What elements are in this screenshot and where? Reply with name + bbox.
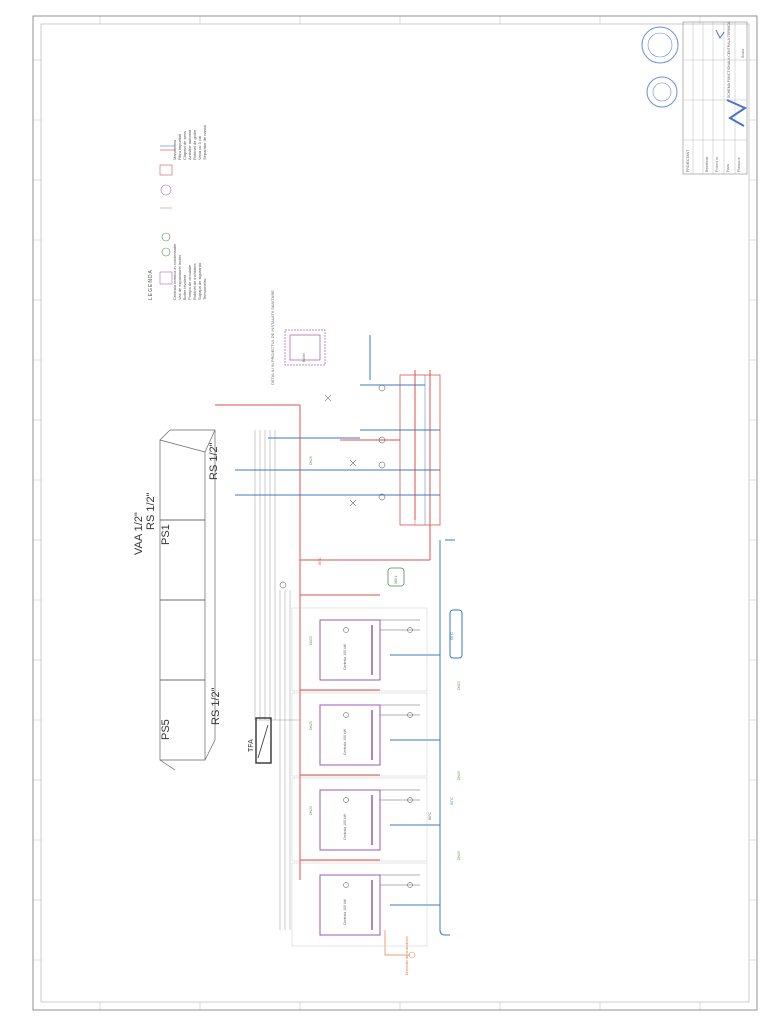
neutralizer [384, 930, 410, 956]
storage-tank [284, 329, 326, 366]
temp-label-4: 60°C [450, 797, 454, 805]
distribution-manifold [399, 374, 441, 526]
legend-item-14: Separator de namol [202, 124, 207, 160]
panel-label-ps5: PS5 [160, 719, 172, 740]
boiler-4 [319, 874, 381, 936]
inner-border [40, 23, 750, 1003]
panel-label-ps1: PS1 [160, 524, 172, 545]
panel-label-rs-1: RS 1/2" [145, 492, 157, 530]
tank-label: Boiler [302, 353, 306, 362]
panel-label-rs-2: RS 1/2" [210, 687, 222, 725]
tfa-panel [255, 717, 272, 764]
svg-text:DN50: DN50 [457, 771, 461, 780]
legend-title: LEGENDA [148, 269, 154, 300]
boiler-label-1: Centrala 100 kW [343, 643, 347, 670]
boiler-frames [291, 607, 428, 947]
svg-text:DN25: DN25 [309, 806, 313, 815]
svg-text:DN50: DN50 [457, 681, 461, 690]
boiler-label-3: Centrala 100 kW [343, 813, 347, 840]
title-block-line-3: Proiect nr. [715, 156, 719, 172]
supply-lines [215, 370, 431, 880]
boiler-1 [319, 619, 381, 681]
detail-note: DETALIU IN PROIECTUL DE INSTALATII SANIT… [270, 290, 275, 385]
boiler-2 [319, 704, 381, 766]
title-block-line-1: PROIECTANT [686, 149, 690, 172]
legend-item-7: Termometru [202, 278, 207, 300]
temp-label-3: 80°C [428, 812, 432, 820]
temp-label-1: 80°C [318, 557, 322, 565]
vessel-label: 300 L [394, 575, 398, 584]
signature-icon [726, 99, 748, 127]
control-wiring [254, 430, 300, 930]
stamp-icon [641, 26, 679, 64]
boiler-label-4: Centrala 100 kW [343, 898, 347, 925]
pipe-tags: DN25 DN25 DN25 DN25 DN50 DN50 DN50 [309, 456, 461, 860]
valve-symbols [279, 384, 416, 959]
panel-label-rs-top: RS 1/2" [208, 442, 220, 480]
svg-text:DN50: DN50 [457, 851, 461, 860]
boiler-connections [380, 619, 420, 886]
border-ticks [33, 16, 757, 1010]
stamp-icon-2 [646, 76, 678, 108]
svg-text:DN25: DN25 [309, 721, 313, 730]
solar-collectors [159, 429, 216, 771]
panel-label-vaa: VAA 1/2" [133, 512, 145, 555]
svg-text:DN25: DN25 [309, 636, 313, 645]
boiler-3 [319, 789, 381, 851]
svg-text:DN25: DN25 [309, 456, 313, 465]
hydraulic-separator [449, 609, 463, 659]
plan-title: SCHEMA FUNCTIONALA CENTRALA TERMICA [727, 21, 731, 98]
expansion-vessel [387, 567, 405, 587]
legend-symbols [159, 145, 175, 285]
title-block-line-4: Faza [726, 164, 730, 172]
scale-label: Scara [741, 48, 745, 58]
neutralizer-label: Dispozitiv de neutralizare [405, 935, 409, 975]
title-block-line-2: Beneficiar [705, 156, 709, 172]
boilers [319, 619, 381, 936]
temp-label-2: 60°C [450, 632, 454, 640]
boiler-label-2: Centrala 100 kW [343, 728, 347, 755]
tfa-label: TFA [248, 739, 255, 752]
title-block-line-5: Plansa nr. [737, 156, 741, 172]
return-lines [235, 335, 455, 936]
title-block [641, 21, 748, 175]
sheet-border [32, 15, 758, 1011]
